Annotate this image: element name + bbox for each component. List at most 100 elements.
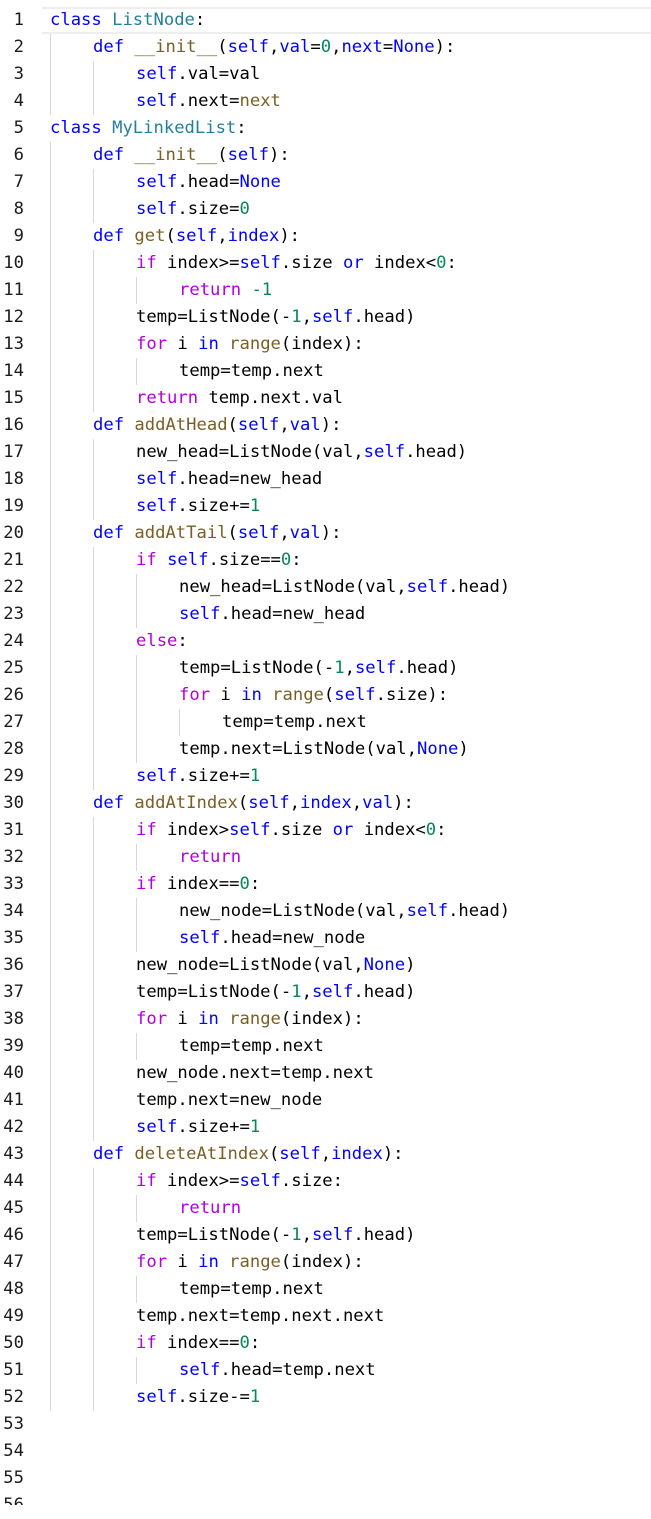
line-number: 27 [3,712,24,732]
code-token: : [236,118,247,138]
code-line[interactable]: 17 new_head=ListNode(val,self.head) [0,439,651,466]
code-token: self [136,766,178,786]
code-token: ): [393,793,414,813]
code-token: def [93,226,125,246]
line-number: 29 [3,766,24,786]
code-token: i [167,1252,199,1272]
line-number: 55 [3,1468,24,1488]
code-token: index [227,226,280,246]
line-number: 17 [3,442,24,462]
code-text: new_head=ListNode(val,self.head) [136,439,467,466]
code-text: self.size=0 [136,196,250,223]
code-line[interactable]: 53 [0,1411,651,1438]
code-token: , [351,793,363,813]
code-text: def addAtIndex(self,index,val): [93,790,414,817]
code-token: new_head=ListNode(val, [179,577,407,597]
code-token: new_node=ListNode(val, [179,901,407,921]
code-token: class [50,118,102,138]
code-token: , [301,982,312,1002]
code-text: for i in range(index): [136,1006,364,1033]
code-text: if index>self.size or index<0: [136,817,447,844]
line-number: 13 [3,334,24,354]
code-token: 1 [291,1225,302,1245]
code-token: in [198,1252,219,1272]
code-line[interactable]: 54 [0,1438,651,1465]
code-token: for [179,685,211,705]
code-line[interactable]: 56 [0,1492,651,1505]
code-token: 0 [280,550,292,570]
indent-guide [93,439,94,520]
indent-guide [50,142,51,1411]
code-token: , [344,658,355,678]
code-token: .val=val [177,64,261,84]
code-text: self.size+=1 [136,493,260,520]
code-token: 1 [249,766,261,786]
code-token: MyLinkedList [112,118,237,138]
code-token: __init__ [134,37,218,57]
code-token: .size [280,253,343,273]
code-token: : [177,631,188,651]
code-line[interactable]: 55 [0,1465,651,1492]
code-text: temp=temp.next [179,1033,324,1060]
code-token: self [227,145,269,165]
code-token: .size+= [177,1117,250,1137]
code-token: 1 [291,307,302,327]
indent-guide [93,547,94,790]
line-number: 33 [3,874,24,894]
code-token: return [179,280,242,300]
code-token: , [301,307,312,327]
